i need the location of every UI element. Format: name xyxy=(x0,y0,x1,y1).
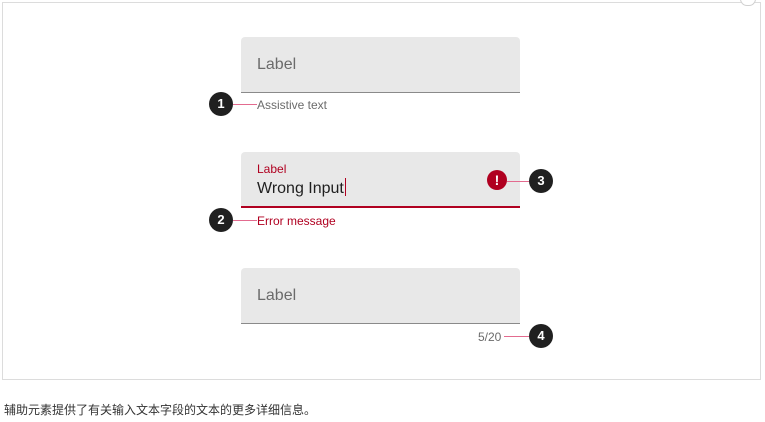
assistive-text: Assistive text xyxy=(257,98,328,112)
marker-3: 3 xyxy=(529,169,553,193)
field-label: Label xyxy=(257,56,297,73)
marker-2: 2 xyxy=(209,208,233,232)
field-value-text: Wrong Input xyxy=(257,180,344,197)
field-value: Wrong Input xyxy=(257,178,346,198)
leader-line-3 xyxy=(507,181,529,182)
field-underline xyxy=(241,323,520,324)
field-label: Label xyxy=(257,287,297,304)
field-underline xyxy=(241,92,520,93)
leader-line-1 xyxy=(233,104,257,105)
field-underline-error xyxy=(241,206,520,208)
marker-1: 1 xyxy=(209,92,233,116)
text-field-error[interactable]: Label Wrong Input ! xyxy=(241,152,520,208)
frame-corner-decoration xyxy=(740,0,756,6)
error-message: Error message xyxy=(257,214,336,228)
field-label-floating: Label xyxy=(257,162,287,176)
text-field-default[interactable]: Label xyxy=(241,37,520,93)
leader-line-2 xyxy=(233,220,257,221)
character-counter: 5/20 xyxy=(478,330,502,344)
text-caret xyxy=(344,178,346,196)
figure-caption: 辅助元素提供了有关输入文本字段的文本的更多详细信息。 xyxy=(4,403,317,417)
text-field-counter[interactable]: Label xyxy=(241,268,520,324)
leader-line-4 xyxy=(504,336,529,337)
marker-4: 4 xyxy=(529,324,553,348)
error-icon: ! xyxy=(487,170,507,190)
